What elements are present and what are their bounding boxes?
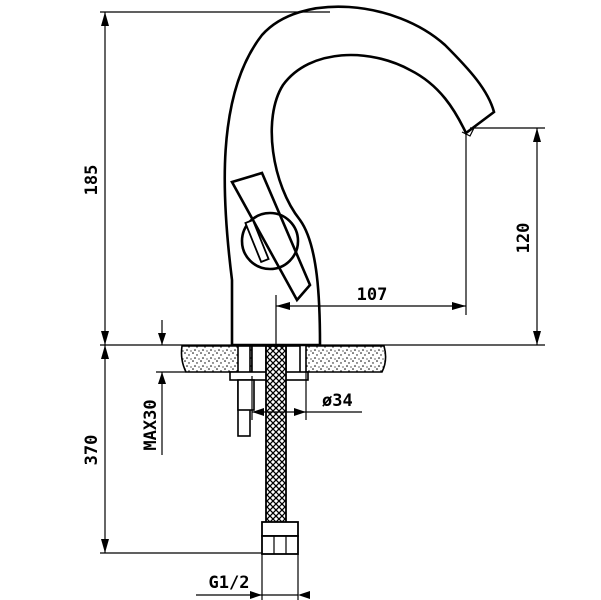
dimension-diameter-34: ø34: [251, 372, 362, 420]
arrow-head: [101, 345, 109, 359]
dimension-label-max30: MAX30: [141, 399, 161, 450]
dimension-label-370: 370: [82, 435, 102, 466]
arrow-head: [298, 591, 310, 599]
dimension-label-120: 120: [514, 223, 534, 254]
arrow-head: [101, 539, 109, 553]
dimension-120: 120: [470, 127, 545, 345]
hose-nut: [261, 535, 299, 555]
dimension-label-diameter: ø34: [322, 391, 353, 411]
dimension-max30: MAX30: [141, 320, 186, 455]
dimension-label-thread: G1/2: [209, 573, 250, 593]
arrow-head: [276, 302, 290, 310]
dimension-185: 185: [82, 11, 330, 345]
lever-handle: [230, 171, 312, 303]
arrow-head: [101, 331, 109, 345]
arrow-head: [101, 12, 109, 26]
lever-slot: [244, 218, 270, 264]
faucet-spout-outline: [223, 5, 496, 346]
dimension-label-185: 185: [82, 165, 102, 196]
dimension-370: 370: [82, 345, 262, 554]
mounting-nut: [237, 379, 255, 411]
arrow-head: [158, 372, 166, 384]
dimension-107: 107: [275, 132, 467, 345]
dimension-label-107: 107: [357, 285, 388, 305]
arrow-head: [252, 408, 264, 416]
mounting-hardware: [229, 345, 309, 555]
lever-pivot: [240, 211, 300, 271]
hose-ferrule: [261, 521, 299, 537]
spout-tip: [461, 127, 475, 137]
countertop: [100, 344, 545, 373]
braided-hose: [265, 345, 287, 527]
arrow-head: [158, 333, 166, 345]
arrow-head: [533, 331, 541, 345]
arrow-head: [452, 302, 466, 310]
counter-section-right: [305, 345, 387, 373]
dimension-thread: G1/2: [196, 554, 310, 600]
arrow-head: [294, 408, 306, 416]
arrow-head: [250, 591, 262, 599]
arrow-head: [533, 128, 541, 142]
